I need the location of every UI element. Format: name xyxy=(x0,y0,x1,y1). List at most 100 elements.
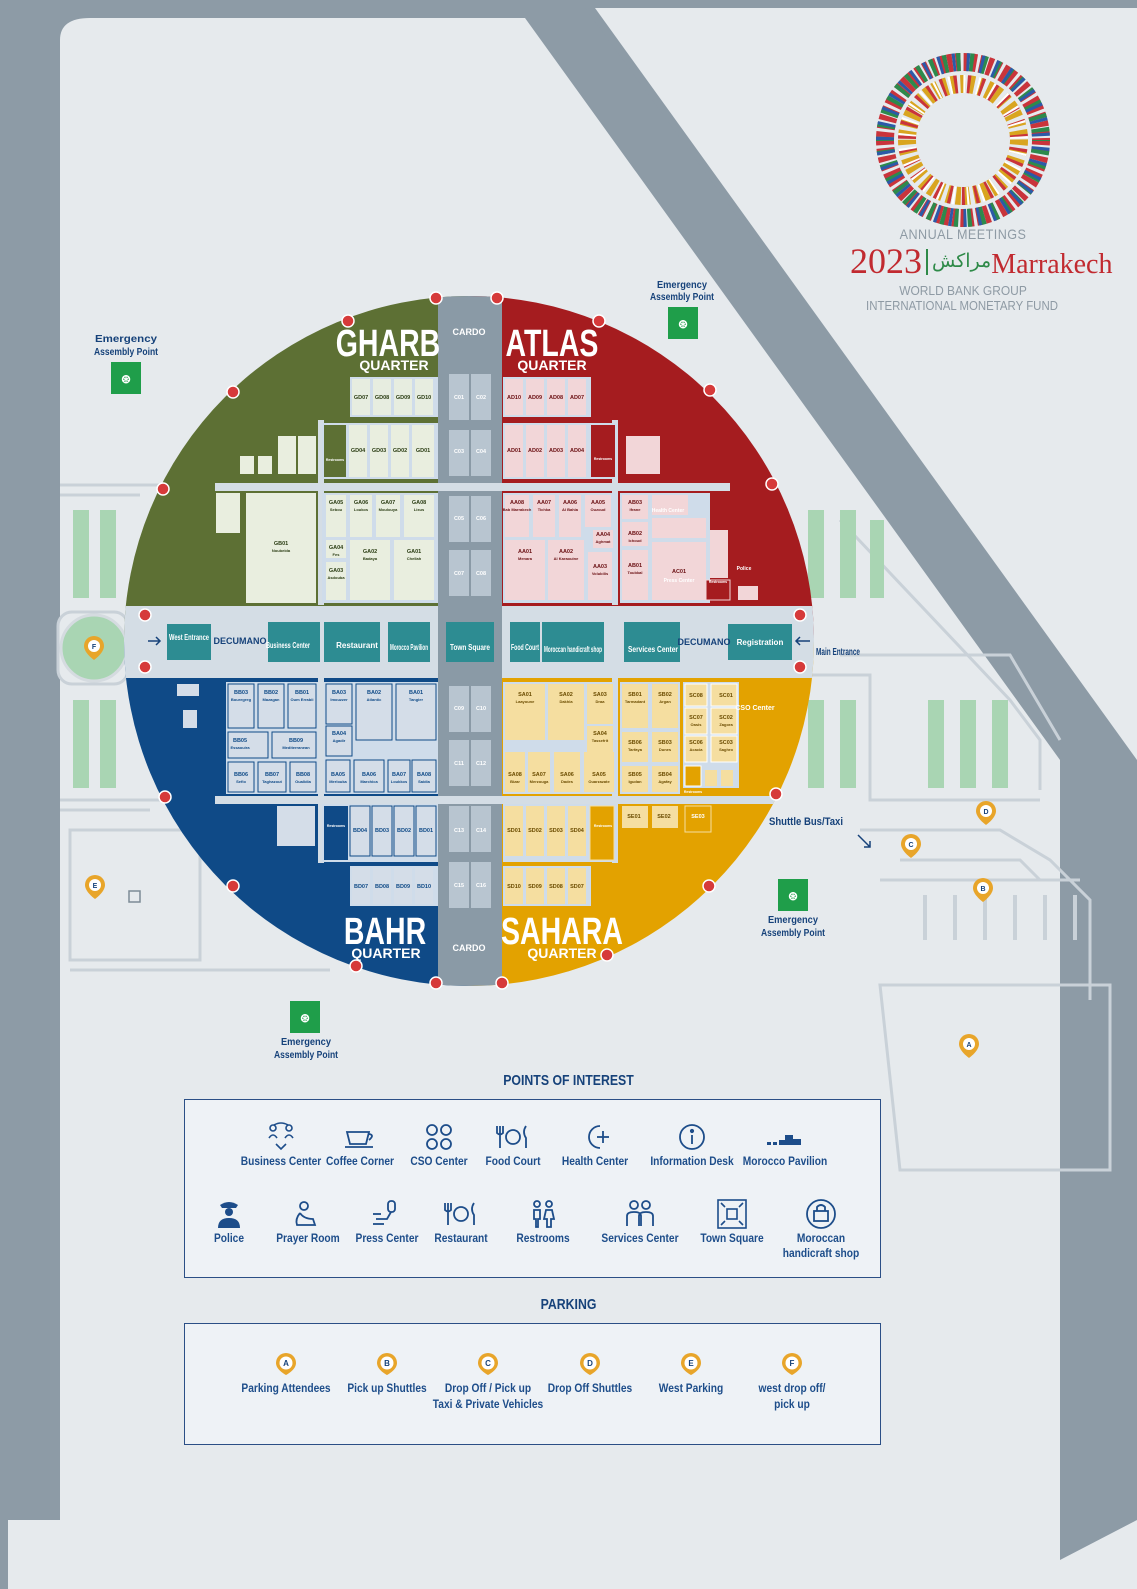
registration-label: Registration xyxy=(737,638,784,647)
room-bd10: BD10 xyxy=(417,884,431,890)
room-aa01: AA01 xyxy=(518,549,532,555)
room-ba03-name: Imouzzer xyxy=(330,697,348,702)
emergency-point-south: ⊛ Emergency Assembly Point xyxy=(274,1001,339,1061)
svg-text:Emergency: Emergency xyxy=(95,334,157,345)
police-icon xyxy=(174,1197,284,1231)
svg-text:B: B xyxy=(980,886,985,893)
room-sd02: SD02 xyxy=(528,828,542,834)
svg-text:A: A xyxy=(283,1359,289,1368)
room-sd08: SD08 xyxy=(549,884,563,890)
svg-text:E: E xyxy=(688,1359,694,1368)
room-ga08: GA08 xyxy=(412,500,426,506)
room-c03: C03 xyxy=(454,449,464,455)
poi-business-center-label: Business Center xyxy=(240,1154,322,1168)
svg-text:A: A xyxy=(966,1042,971,1049)
meetings-logo-ring xyxy=(876,53,1050,227)
morocco-pavilion-icon xyxy=(730,1120,840,1154)
quarter-labels: GHARB QUARTER ATLAS QUARTER BAHR QUARTER… xyxy=(336,323,623,961)
cardo-top-label: CARDO xyxy=(453,327,486,337)
restrooms-icon xyxy=(488,1197,598,1231)
room-aa03-name: Volubilis xyxy=(592,571,609,576)
room-ga08-name: Lixus xyxy=(414,507,425,512)
cardo-rooms xyxy=(449,374,491,908)
room-bd03: BD03 xyxy=(375,828,389,834)
room-sa03-name: Draa xyxy=(596,699,606,704)
poi-cso-center: CSO Center xyxy=(384,1120,494,1169)
room-ga03: GA03 xyxy=(329,568,343,574)
room-sb01-name: Tarmadant xyxy=(625,699,646,704)
facility-labels: West Entrance Business Center Restaurant… xyxy=(169,633,783,654)
room-sb06: SB06 xyxy=(628,740,642,746)
map-pin-b: B xyxy=(973,878,993,902)
cso-center-map-label: CSO Center xyxy=(735,705,775,712)
atlas-rooms xyxy=(503,377,758,603)
parking-pin-a-icon: A xyxy=(275,1352,297,1375)
emergency-point-north: ⊛ Emergency Assembly Point xyxy=(650,280,715,339)
restrooms-label-4: Restrooms xyxy=(709,580,727,584)
room-ac01: AC01 xyxy=(672,569,686,575)
room-ba04-name: Agadir xyxy=(333,738,346,743)
room-sb06-name: Tarfaya xyxy=(628,747,643,752)
room-ab01: AB01 xyxy=(628,563,642,569)
logo-city: Marrakech xyxy=(991,249,1113,280)
room-gd01: GD01 xyxy=(416,448,430,454)
room-bb01-name: Oum Errabii xyxy=(291,697,314,702)
room-ab01-name: Toubkal xyxy=(627,570,642,575)
food-court-label: Food Court xyxy=(511,643,539,652)
room-ab03-name: Ifrane xyxy=(630,507,642,512)
poi-cso-center-label: CSO Center xyxy=(410,1154,468,1168)
svg-text:E: E xyxy=(93,883,98,890)
room-se03: SE03 xyxy=(691,814,704,820)
room-ad01: AD01 xyxy=(507,448,521,454)
restrooms-label-2: Restrooms xyxy=(327,824,345,828)
room-ba07: BA07 xyxy=(392,772,406,778)
press-center-icon xyxy=(332,1197,442,1231)
room-bb02-name: Mazagan xyxy=(263,697,280,702)
services-center-icon xyxy=(585,1197,695,1231)
bahr-rooms xyxy=(177,682,438,906)
sahara-rooms xyxy=(503,682,739,906)
services-center-label: Services Center xyxy=(628,645,678,654)
sahara-sub: QUARTER xyxy=(527,945,596,961)
room-aa08: AA08 xyxy=(510,500,524,506)
room-sb04-name: Agafay xyxy=(658,779,672,784)
bahr-sub: QUARTER xyxy=(351,945,420,961)
annual-meetings-label: ANNUAL MEETINGS xyxy=(899,226,1027,242)
room-c04: C04 xyxy=(476,449,487,455)
svg-text:D: D xyxy=(587,1359,593,1368)
svg-text:Emergency: Emergency xyxy=(657,280,707,291)
morocco-pavilion-label: Morocco Pavilion xyxy=(390,643,428,652)
room-ba06: BA06 xyxy=(362,772,376,778)
logo-year: 2023 xyxy=(850,241,922,281)
room-sb02: SB02 xyxy=(658,692,672,698)
room-sc06-name: Acacia xyxy=(690,747,704,752)
poi-services-center-label: Services Center xyxy=(601,1231,679,1245)
parking-item-e: E West Parking xyxy=(621,1352,761,1396)
poi-title: POINTS OF INTEREST xyxy=(503,1072,634,1089)
parking-label-e: West Parking xyxy=(658,1381,724,1395)
outer-labels: Main Entrance Shuttle Bus/Taxi CSO Cente… xyxy=(652,508,861,828)
gharb-title: GHARB xyxy=(336,323,440,365)
decumano-west-label: DECUMANO xyxy=(214,636,267,646)
parking-label-c: Drop Off / Pick up Taxi & Private Vehicl… xyxy=(432,1381,544,1411)
room-sb02-name: Argan xyxy=(659,699,671,704)
room-ga07-name: Moulouya xyxy=(379,507,398,512)
room-sa06-name: Dades xyxy=(561,779,574,784)
restrooms-label-1: Restrooms xyxy=(594,457,612,461)
prayer-room-icon xyxy=(253,1197,363,1231)
handicraft-shop-icon xyxy=(766,1197,876,1231)
poi-town-square-label: Town Square xyxy=(700,1231,764,1245)
poi-coffee-corner-label: Coffee Corner xyxy=(325,1154,394,1168)
poi-coffee-corner: Coffee Corner xyxy=(305,1120,415,1169)
room-sb05-name: Igudan xyxy=(628,779,642,784)
room-c02: C02 xyxy=(476,395,486,401)
parking-item-a: A Parking Attendees xyxy=(216,1352,356,1396)
room-aa04: AA04 xyxy=(596,532,611,538)
gharb-sub: QUARTER xyxy=(359,357,428,373)
svg-text:C: C xyxy=(485,1359,491,1368)
room-c13: C13 xyxy=(454,828,464,834)
room-sc06: SC06 xyxy=(689,740,703,746)
parking-stripes xyxy=(73,510,1008,788)
room-sc02-name: Zagora xyxy=(719,722,733,727)
